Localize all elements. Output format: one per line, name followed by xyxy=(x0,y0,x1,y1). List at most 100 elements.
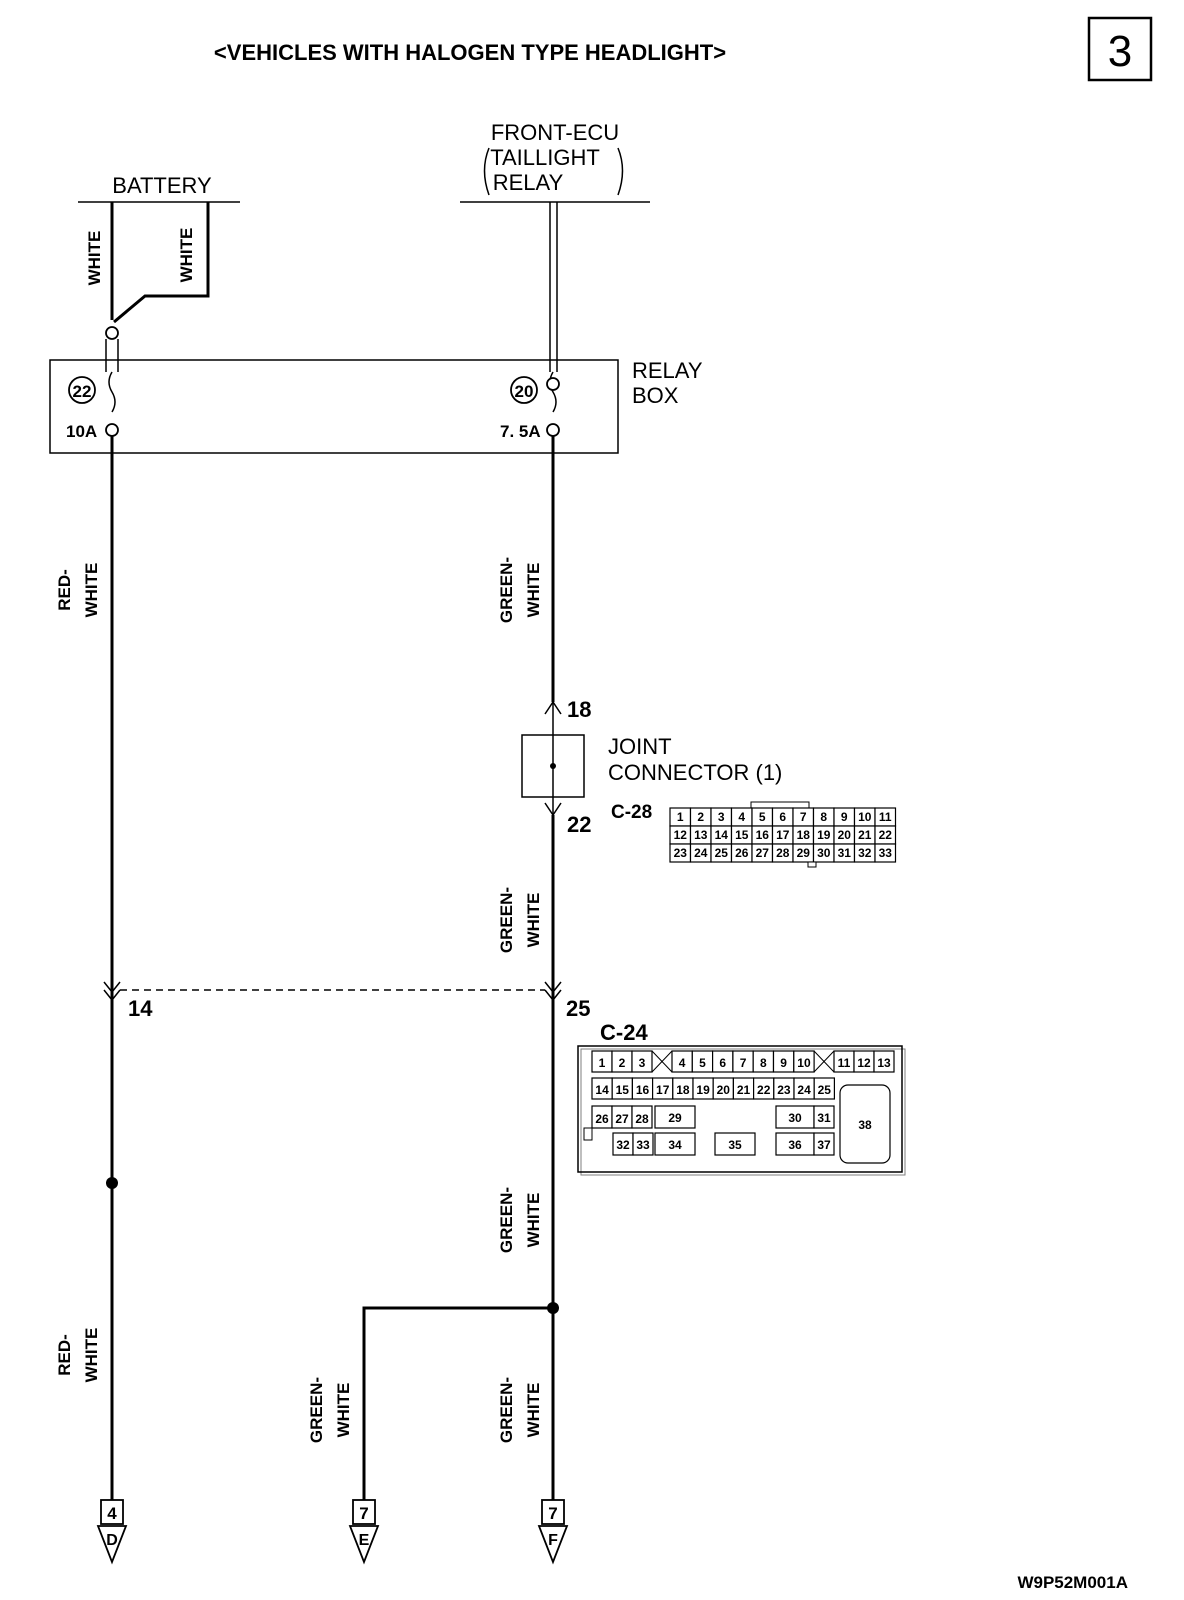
c24-pin-label: 25 xyxy=(818,1083,832,1097)
c28-pin-label: 27 xyxy=(756,846,770,860)
c24-cell-33 xyxy=(632,1132,654,1156)
c24-cell-38 xyxy=(839,1084,891,1164)
c24-pin-label: 20 xyxy=(717,1083,731,1097)
c24-pin-label: 17 xyxy=(656,1083,670,1097)
c24-pin-label: 9 xyxy=(780,1056,787,1070)
joint-connector-label-1: JOINT xyxy=(608,734,672,759)
c24-pin-25-marker xyxy=(544,981,562,1002)
green-white-branch-wire xyxy=(362,1306,553,1500)
c28-pin-label: 2 xyxy=(697,810,704,824)
svg-text:GREEN-: GREEN- xyxy=(497,557,516,623)
front-ecu-taillight: TAILLIGHT xyxy=(490,145,600,170)
wire-label-red-white-1: RED- WHITE xyxy=(55,563,101,618)
c28-pin-label: 6 xyxy=(779,810,786,824)
svg-text:RED-: RED- xyxy=(55,1334,74,1376)
c28-pin-label: 23 xyxy=(674,846,688,860)
splice-red-white xyxy=(106,1177,118,1189)
wire-label-green-white-2: GREEN- WHITE xyxy=(497,887,543,953)
page-number-box xyxy=(1087,16,1153,82)
bracket-left xyxy=(483,147,490,196)
c24-pin-label: 28 xyxy=(635,1112,649,1126)
wire-color-white-left: WHITE xyxy=(85,231,104,286)
svg-text:WHITE: WHITE xyxy=(334,1383,353,1438)
c28-pin-label: 25 xyxy=(715,846,729,860)
terminal-f: 7 F xyxy=(537,1499,569,1565)
fuse-20-bottom-terminal xyxy=(546,423,560,437)
c24-cell-29 xyxy=(654,1105,696,1129)
c28-pin-label: 24 xyxy=(694,846,708,860)
c28-pin-label: 19 xyxy=(817,828,831,842)
c24-pin-label: 12 xyxy=(857,1056,871,1070)
terminal-d: 4 D xyxy=(96,1499,128,1565)
fuse-22-element xyxy=(108,371,116,413)
c28-pin-label: 30 xyxy=(817,846,831,860)
c28-pin-label: 21 xyxy=(858,828,872,842)
c24-pin-label: 13 xyxy=(877,1056,891,1070)
c24-cell-28 xyxy=(631,1105,653,1129)
c24-cell-31 xyxy=(813,1105,835,1129)
c24-pin-label: 18 xyxy=(676,1083,690,1097)
battery-wire-right xyxy=(113,202,210,324)
c24-pin-label: 7 xyxy=(740,1056,747,1070)
fuse-20-top-terminal xyxy=(546,377,560,391)
fuse-20-rating: 7. 5A xyxy=(500,422,541,441)
c28-pin-label: 33 xyxy=(879,846,893,860)
c28-pin-label: 26 xyxy=(735,846,749,860)
svg-text:GREEN-: GREEN- xyxy=(497,1187,516,1253)
c28-pin-label: 29 xyxy=(797,846,811,860)
svg-text:F: F xyxy=(548,1532,558,1549)
svg-text:7: 7 xyxy=(548,1504,557,1523)
c24-pin-label: 27 xyxy=(615,1112,629,1126)
svg-text:WHITE: WHITE xyxy=(82,1328,101,1383)
c24-pin-label: 3 xyxy=(639,1056,646,1070)
figure-code: W9P52M001A xyxy=(1017,1573,1128,1592)
c24-pin-label: 8 xyxy=(760,1056,767,1070)
c28-pin-label: 12 xyxy=(674,828,688,842)
svg-text:36: 36 xyxy=(788,1138,802,1152)
svg-text:E: E xyxy=(359,1532,370,1549)
svg-text:WHITE: WHITE xyxy=(524,1193,543,1248)
svg-text:GREEN-: GREEN- xyxy=(307,1377,326,1443)
relay-box-label-1: RELAY xyxy=(632,358,703,383)
svg-text:WHITE: WHITE xyxy=(524,893,543,948)
svg-text:GREEN-: GREEN- xyxy=(497,1377,516,1443)
c24-pin-14-marker xyxy=(103,981,121,1002)
c24-pin-label: 2 xyxy=(619,1056,626,1070)
c24-cell-37 xyxy=(813,1132,835,1156)
c28-pin-label: 11 xyxy=(879,810,892,824)
svg-text:38: 38 xyxy=(858,1118,872,1132)
svg-text:GREEN-: GREEN- xyxy=(497,887,516,953)
svg-text:30: 30 xyxy=(788,1111,802,1125)
c28-pin-label: 13 xyxy=(694,828,708,842)
front-ecu-label: FRONT-ECU xyxy=(491,120,619,145)
bracket-right xyxy=(617,147,624,196)
svg-text:7: 7 xyxy=(359,1504,368,1523)
c28-pin-label: 15 xyxy=(735,828,749,842)
battery-label: BATTERY xyxy=(112,173,212,198)
c24-cell-25 xyxy=(813,1077,836,1100)
fuse-22-top-terminal xyxy=(105,326,119,340)
fuse-22-bottom-terminal xyxy=(105,423,119,437)
fuse-22-id-circle xyxy=(68,376,96,404)
c24-connector-id: C-24 xyxy=(600,1020,648,1045)
svg-text:32: 32 xyxy=(616,1138,630,1152)
c24-cell-35 xyxy=(714,1132,756,1156)
c24-pin-label: 26 xyxy=(595,1112,609,1126)
c28-connector-id: C-28 xyxy=(611,802,652,823)
fuse-22-number: 22 xyxy=(73,382,92,401)
c28-pin-label: 31 xyxy=(838,846,852,860)
c28-pin-label: 3 xyxy=(718,810,725,824)
svg-text:RED-: RED- xyxy=(55,569,74,611)
c24-cell-3 xyxy=(631,1050,653,1073)
c28-cell-33 xyxy=(874,843,897,863)
joint-node xyxy=(550,763,556,769)
c24-cell-34 xyxy=(654,1132,696,1156)
fuse-22-rating: 10A xyxy=(66,422,97,441)
svg-text:4: 4 xyxy=(107,1504,117,1523)
wire-label-green-white-4: GREEN- WHITE xyxy=(307,1377,353,1443)
c24-pin-label: 16 xyxy=(636,1083,650,1097)
wire-label-red-white-2: RED- WHITE xyxy=(55,1328,101,1383)
c24-pin-label: 15 xyxy=(616,1083,630,1097)
c24-pin-label: 14 xyxy=(595,1083,609,1097)
